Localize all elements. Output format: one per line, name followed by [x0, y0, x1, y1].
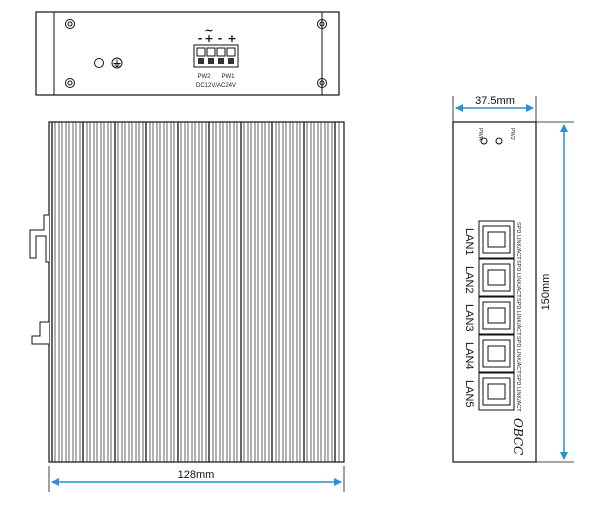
pwr-led-icon	[480, 137, 488, 145]
lan-port-label: LAN3	[463, 304, 475, 332]
rj45-contact-area	[487, 307, 506, 324]
terminal-screw	[208, 58, 214, 64]
screw-icon	[65, 19, 75, 29]
top-view: ~ - + - + PW2 PW1 DC12V/AC24V	[35, 11, 340, 96]
rj45-jack-inner	[482, 263, 511, 292]
rj45-contact-area	[487, 269, 506, 286]
rj45-jack-inner	[482, 377, 511, 406]
terminal-symbol: -	[198, 32, 203, 45]
port-indicator-label: SPD LINK/ACT	[515, 298, 521, 336]
lan-port: LAN4 SPD LINK/ACT	[463, 334, 521, 374]
terminal-slot	[196, 47, 206, 57]
width-dimension: 128mm	[48, 466, 345, 492]
lan-port: LAN2 SPD LINK/ACT	[463, 258, 521, 298]
pw2-led-icon	[495, 137, 503, 145]
lan-port-label: LAN5	[463, 380, 475, 408]
din-rail-clip-upper	[29, 214, 49, 263]
terminal-screw	[218, 58, 224, 64]
front-view: PWR PW2 LAN1 SPD LINK/ACT LAN2 SPD LINK/…	[452, 121, 537, 463]
terminal-screw	[198, 58, 204, 64]
screw-icon	[317, 78, 327, 88]
lan-port: LAN3 SPD LINK/ACT	[463, 296, 521, 336]
height-label: 150mm	[540, 274, 552, 311]
screw-icon	[317, 19, 327, 29]
terminal-slot	[206, 47, 216, 57]
terminal-slot	[216, 47, 226, 57]
brand-logo: OBCC	[511, 418, 525, 455]
screw-icon	[65, 78, 75, 88]
din-rail-clip-lower	[31, 321, 49, 345]
lan-port-label: LAN1	[463, 228, 475, 256]
rj45-contact-area	[487, 383, 506, 400]
pwr-led-label: PWR	[477, 128, 483, 141]
pw2-label: PW2	[197, 74, 211, 80]
lan-port-label: LAN2	[463, 266, 475, 294]
rj45-jack-inner	[482, 301, 511, 330]
lan-port: LAN5 SPD LINK/ACT	[463, 372, 521, 412]
pw1-label: PW1	[221, 74, 235, 80]
top-view-outline	[35, 11, 340, 96]
terminal-symbol: +	[227, 32, 236, 45]
port-indicator-label: SPD LINK/ACT	[515, 260, 521, 298]
side-view-outline	[48, 121, 345, 463]
side-view	[29, 121, 345, 463]
terminal-symbol: +	[204, 32, 213, 45]
rj45-jack-inner	[482, 225, 511, 254]
ground-screw-icon	[94, 58, 104, 68]
depth-dimension: 37.5mm	[452, 95, 537, 122]
terminal-block: ~ - + - + PW2 PW1 DC12V/AC24V	[193, 24, 239, 89]
voltage-label: DC12V/AC24V	[196, 83, 236, 89]
port-list: LAN1 SPD LINK/ACT LAN2 SPD LINK/ACT LAN3…	[463, 220, 521, 412]
rj45-contact-area	[487, 345, 506, 362]
ac-symbol: ~	[204, 24, 213, 37]
terminal-screw	[228, 58, 234, 64]
lan-port-label: LAN4	[463, 342, 475, 370]
depth-label: 37.5mm	[475, 95, 515, 107]
width-label: 128mm	[178, 469, 215, 481]
terminal-symbol: -	[218, 32, 223, 45]
heatsink-fins	[51, 122, 340, 462]
rj45-contact-area	[487, 231, 506, 248]
pw2-led-label: PW2	[509, 128, 515, 140]
terminal-slot	[226, 47, 236, 57]
height-dimension: 150mm	[536, 121, 574, 463]
port-indicator-label: SPD LINK/ACT	[515, 222, 521, 260]
port-indicator-label: SPD LINK/ACT	[515, 336, 521, 374]
rj45-jack-inner	[482, 339, 511, 368]
lan-port: LAN1 SPD LINK/ACT	[463, 220, 521, 260]
port-indicator-label: SPD LINK/ACT	[515, 374, 521, 412]
led-indicators: PWR PW2	[477, 128, 515, 145]
ground-symbol-icon	[111, 57, 123, 69]
